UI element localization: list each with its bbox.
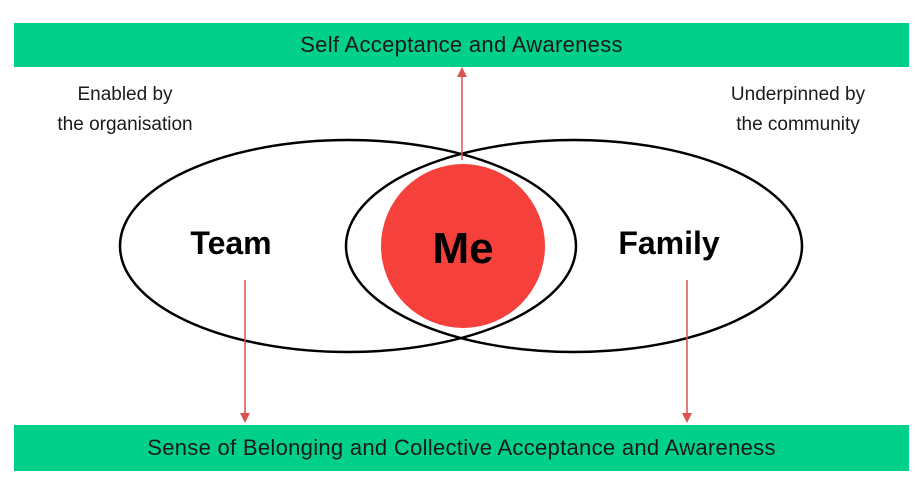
bottom-banner-text: Sense of Belonging and Collective Accept…: [147, 435, 776, 460]
right-note: Underpinned by the community: [708, 80, 888, 140]
family-ellipse: [344, 138, 804, 354]
top-banner: Self Acceptance and Awareness: [14, 23, 909, 67]
bottom-banner: Sense of Belonging and Collective Accept…: [14, 425, 909, 471]
me-circle: [381, 164, 545, 328]
team-label: Team: [190, 225, 271, 261]
me-label: Me: [432, 224, 493, 273]
left-note: Enabled by the organisation: [40, 80, 210, 140]
team-ellipse: [118, 138, 578, 354]
left-note-line-2: the organisation: [57, 114, 193, 135]
left-note-line-1: Enabled by: [77, 84, 173, 105]
right-note-line-1: Underpinned by: [730, 84, 866, 105]
family-label: Family: [618, 225, 720, 261]
top-banner-text: Self Acceptance and Awareness: [300, 32, 623, 57]
right-note-line-2: the community: [736, 114, 860, 135]
